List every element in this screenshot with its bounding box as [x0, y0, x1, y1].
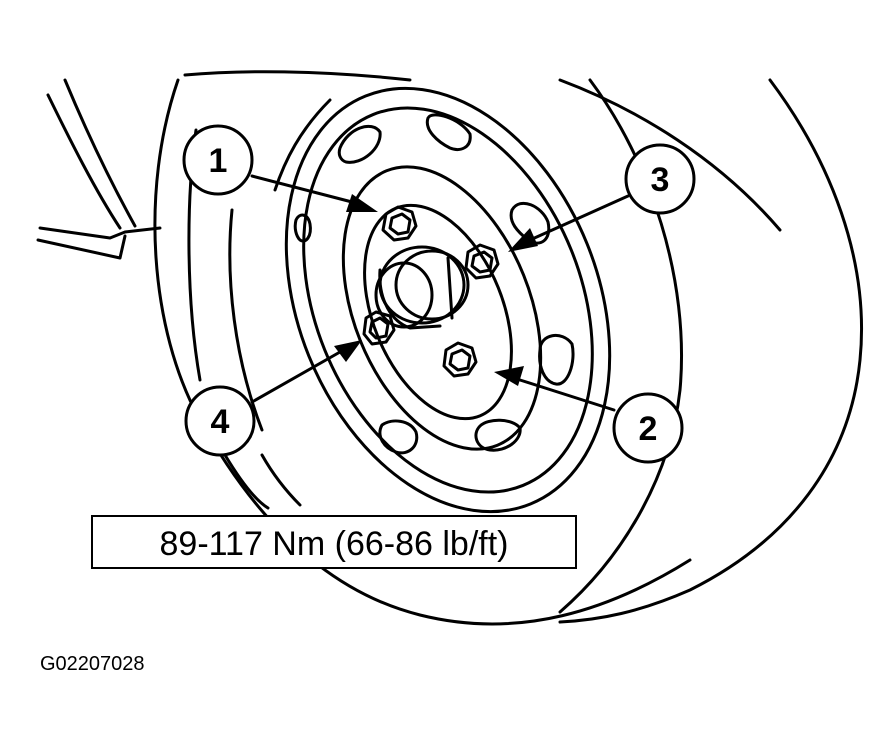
leader-1	[250, 174, 354, 204]
arrow-2-icon	[494, 366, 524, 386]
arrow-4-icon	[334, 340, 362, 362]
hub-center	[374, 245, 470, 330]
callout-4-label: 4	[211, 403, 230, 441]
fender-outline	[36, 78, 162, 260]
callout-4: 4	[184, 385, 256, 457]
callout-3-label: 3	[651, 161, 670, 199]
lug-nut-2	[442, 341, 478, 378]
callout-2-label: 2	[639, 410, 658, 448]
lug-nut-1	[381, 205, 418, 242]
torque-spec-box: 89-117 Nm (66-86 lb/ft)	[91, 515, 577, 569]
leader-3	[528, 194, 630, 242]
callout-1: 1	[182, 124, 254, 196]
figure-id: G02207028	[40, 653, 145, 675]
arrow-3-icon	[508, 228, 538, 252]
leader-2	[518, 378, 616, 412]
leader-4	[250, 350, 342, 404]
callout-3: 3	[624, 143, 696, 215]
arrow-1-icon	[346, 194, 378, 212]
callout-1-label: 1	[209, 142, 228, 180]
torque-spec-label: 89-117 Nm (66-86 lb/ft)	[160, 525, 509, 563]
lug-nut-4	[362, 310, 396, 346]
rim-vent-slots	[293, 113, 575, 455]
callout-2: 2	[612, 392, 684, 464]
lug-nut-3	[464, 243, 500, 280]
